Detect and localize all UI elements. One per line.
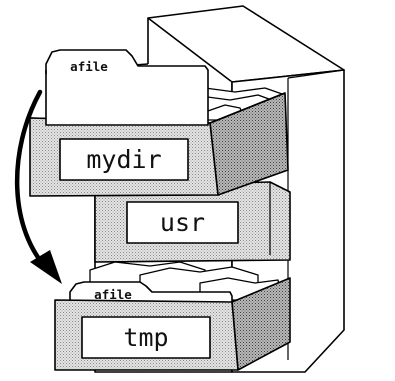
- drawer-usr: usr: [94, 181, 291, 263]
- drawer-tmp-label: tmp: [123, 323, 168, 352]
- drawer-mydir-label: mydir: [86, 145, 161, 174]
- drawer-usr-label: usr: [160, 208, 205, 237]
- move-arrow: [14, 89, 62, 284]
- file-afile-in-mydir: afile: [45, 49, 209, 126]
- file-afile-tmp-tab-label: afile: [94, 287, 132, 302]
- move-arrow-head: [30, 250, 62, 284]
- file-afile-tab-label: afile: [70, 59, 108, 74]
- drawer-tmp-label-plate: [81, 316, 211, 359]
- drawer-usr-label-plate: [126, 201, 239, 244]
- move-arrow-shaft: [14, 89, 53, 275]
- drawer-tmp: afile tmp: [54, 261, 291, 371]
- drawer-mydir-label-plate: [59, 138, 189, 181]
- file-afile-folder: [45, 49, 209, 126]
